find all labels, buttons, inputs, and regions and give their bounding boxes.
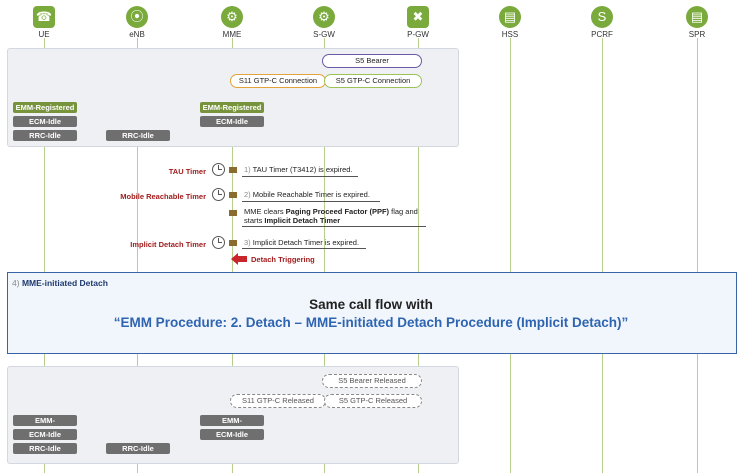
implicit-detach-timer-label: Implicit Detach Timer	[130, 240, 206, 249]
detach-section	[7, 272, 737, 354]
sgw-lifeline	[324, 38, 325, 473]
phone-icon: ☎	[33, 6, 55, 28]
detach-title-text: MME-initiated Detach	[21, 278, 108, 288]
timer-marker	[229, 240, 237, 246]
node-label: P-GW	[407, 30, 429, 39]
step-3: 3) Implicit Detach Timer is expired.	[244, 238, 359, 247]
ue-rrc-state: RRC-Idle	[13, 443, 77, 454]
enb-rrc-state: RRC-Idle	[106, 130, 170, 141]
step-2: 2) Mobile Reachable Timer is expired.	[244, 190, 370, 199]
node-mme: ⚙ MME	[212, 6, 252, 39]
s11-gtpc-released: S11 GTP-C Released	[230, 394, 326, 408]
policy-icon: S	[591, 6, 613, 28]
node-pcrf: S PCRF	[582, 6, 622, 39]
mme-emm-state: EMM-Registered	[200, 102, 264, 113]
crossed-arrows-icon: ✖	[407, 6, 429, 28]
step-2-underline	[242, 201, 380, 202]
node-label: HSS	[501, 30, 519, 39]
detach-section-title: 4) MME-initiated Detach	[12, 278, 108, 288]
ue-emm-state: EMM-Registered	[13, 102, 77, 113]
ppf-note-underline	[242, 226, 426, 227]
step-number: 1)	[244, 165, 251, 174]
mme-ecm-state: ECM-Idle	[200, 429, 264, 440]
database-icon: ▤	[686, 6, 708, 28]
ue-rrc-state: RRC-Idle	[13, 130, 77, 141]
step-text: Implicit Detach Timer is expired.	[252, 238, 360, 247]
clock-icon	[212, 163, 225, 176]
pgw-lifeline	[418, 38, 419, 473]
ppf-note-text: MME clears	[244, 207, 286, 216]
ppf-note-line-1: MME clears Paging Proceed Factor (PPF) f…	[244, 207, 418, 216]
tau-timer-label: TAU Timer	[168, 167, 206, 176]
ue-ecm-state: ECM-Idle	[13, 116, 77, 127]
clock-icon	[212, 236, 225, 249]
mme-lifeline	[232, 38, 233, 473]
ue-emm-state: EMM-Deregistered	[13, 415, 77, 436]
node-label: PCRF	[591, 30, 613, 39]
s5-bearer-released: S5 Bearer Released	[322, 374, 422, 388]
node-label: eNB	[129, 30, 145, 39]
step-number: 2)	[244, 190, 251, 199]
s5-gtpc-released: S5 GTP-C Released	[324, 394, 422, 408]
node-sgw: ⚙ S-GW	[304, 6, 344, 39]
s5-gtpc-connection: S5 GTP-C Connection	[324, 74, 422, 88]
s5-bearer: S5 Bearer	[322, 54, 422, 68]
step-3-underline	[242, 248, 366, 249]
note-marker	[229, 210, 237, 216]
node-label: UE	[38, 30, 50, 39]
node-enb: ⦿ eNB	[117, 6, 157, 39]
enb-rrc-state: RRC-Idle	[106, 443, 170, 454]
ppf-note-bold: Implicit Detach Timer	[264, 216, 341, 225]
timer-marker	[229, 167, 237, 173]
gear-icon: ⚙	[221, 6, 243, 28]
mme-emm-state: EMM-Deregistered	[200, 415, 264, 436]
mme-ecm-state: ECM-Idle	[200, 116, 264, 127]
step-number: 3)	[244, 238, 251, 247]
ppf-note-text: starts	[244, 216, 265, 225]
ppf-note-bold: Paging Proceed Factor (PPF)	[285, 207, 390, 216]
detach-note-line-1: Same call flow with	[309, 297, 433, 312]
ue-lifeline	[44, 38, 45, 473]
ue-ecm-state: ECM-Idle	[13, 429, 77, 440]
node-hss: ▤ HSS	[490, 6, 530, 39]
step-number: 4)	[12, 278, 20, 288]
node-pgw: ✖ P-GW	[398, 6, 438, 39]
mobile-reachable-timer-label: Mobile Reachable Timer	[120, 192, 206, 201]
step-1-underline	[242, 176, 358, 177]
node-spr: ▤ SPR	[677, 6, 717, 39]
gear-icon: ⚙	[313, 6, 335, 28]
ppf-note-line-2: starts Implicit Detach Timer	[244, 216, 340, 225]
node-label: MME	[222, 30, 242, 39]
database-icon: ▤	[499, 6, 521, 28]
pcrf-lifeline	[602, 38, 603, 473]
detach-note-line-2: “EMM Procedure: 2. Detach – MME-initiate…	[113, 315, 629, 330]
node-label: SPR	[688, 30, 706, 39]
s11-gtpc-connection: S11 GTP-C Connection	[230, 74, 326, 88]
node-label: S-GW	[313, 30, 335, 39]
detach-triggering-label: Detach Triggering	[251, 255, 315, 264]
spr-lifeline	[697, 38, 698, 473]
left-arrow-icon	[231, 253, 247, 265]
step-1: 1) TAU Timer (T3412) is expired.	[244, 165, 353, 174]
step-text: Mobile Reachable Timer is expired.	[252, 190, 370, 199]
node-ue: ☎ UE	[24, 6, 64, 39]
timer-marker	[229, 192, 237, 198]
step-text: TAU Timer (T3412) is expired.	[252, 165, 353, 174]
clock-icon	[212, 188, 225, 201]
antenna-icon: ⦿	[126, 6, 148, 28]
ppf-note-text: flag and	[389, 207, 418, 216]
enb-lifeline	[137, 38, 138, 473]
hss-lifeline	[510, 38, 511, 473]
